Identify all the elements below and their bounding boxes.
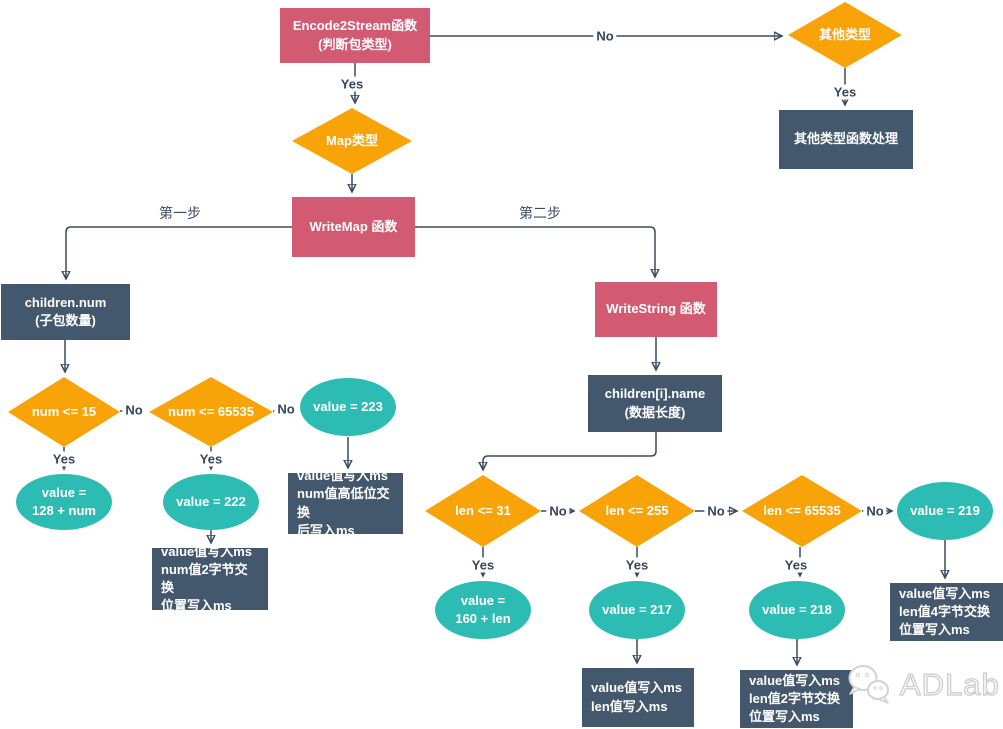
node-value-217: value = 217 [589, 581, 685, 639]
node-write-box-217: value值写入ms len值写入ms [582, 668, 694, 727]
edge-label-no-num65535: No [274, 401, 298, 417]
edge-label-no-start: No [593, 28, 617, 44]
node-value-160-plus-len: value = 160 + len [435, 581, 531, 639]
node-value-218: value = 218 [749, 581, 845, 639]
edge-label-yes-len65535: Yes [781, 557, 811, 573]
edge-label-yes-num65535: Yes [196, 451, 226, 467]
edge-label-yes-len31: Yes [468, 557, 498, 573]
node-writemap: WriteMap 函数 [292, 197, 415, 257]
edge-label-yes-start: Yes [337, 76, 367, 92]
edge-label-yes-other: Yes [830, 84, 860, 100]
edge-label-step2: 第二步 [519, 205, 561, 221]
edge-label-yes-len255: Yes [622, 557, 652, 573]
adlab-watermark-text: ADLab [899, 666, 1000, 702]
edge-label-no-len255: No [704, 503, 728, 519]
node-value-223: value = 223 [300, 378, 396, 436]
node-write-box-223: value值写入ms num值高低位交换 后写入ms [288, 468, 403, 538]
connector-writemap-to-childrennum [66, 226, 292, 279]
node-children-name: children[i].name (数据长度) [588, 375, 722, 432]
node-encode2stream: Encode2Stream函数 (判断包类型) [280, 8, 430, 63]
connector-writemap-to-writestring [415, 226, 655, 277]
node-value-219: value = 219 [897, 482, 993, 540]
node-value-222: value = 222 [163, 474, 259, 530]
edge-label-yes-num15: Yes [49, 451, 79, 467]
chat-bubbles-icon [848, 665, 889, 704]
node-other-type-handler: 其他类型函数处理 [779, 110, 913, 169]
adlab-watermark: ADLab [846, 662, 1000, 708]
edge-label-step1: 第一步 [159, 205, 201, 221]
node-write-box-219: value值写入ms len值4字节交换 位置写入ms [890, 583, 1003, 641]
node-write-box-218: value值写入ms len值2字节交换 位置写入ms [740, 670, 853, 728]
node-value-128-plus-num: value = 128 + num [16, 474, 112, 530]
node-write-box-222: value值写入ms num值2字节交换 位置写入ms [152, 544, 268, 613]
edge-label-no-len31: No [546, 503, 570, 519]
connector-childrenname-to-len31 [483, 432, 657, 470]
edge-label-no-len65535: No [863, 503, 887, 519]
node-writestring: WriteString 函数 [595, 282, 717, 337]
edge-label-no-num15: No [122, 402, 146, 418]
node-children-num: children.num (子包数量) [1, 284, 130, 340]
